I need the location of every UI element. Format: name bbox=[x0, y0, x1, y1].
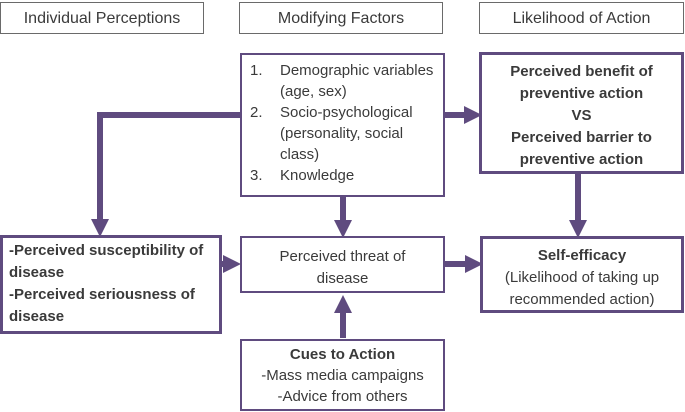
vs-text: VS bbox=[571, 107, 592, 124]
list-item: 2. Socio-psychological (personality, soc… bbox=[250, 104, 413, 163]
header-modifying-factors: Modifying Factors bbox=[239, 2, 443, 34]
perceived-barrier-text: Perceived barrier to preventive action bbox=[511, 129, 652, 168]
arrow-modifying-to-perceptions bbox=[91, 112, 240, 237]
susceptibility-text: -Perceived susceptibility of disease bbox=[9, 242, 204, 281]
self-efficacy-title: Self-efficacy bbox=[537, 247, 627, 264]
cues-title: Cues to Action bbox=[289, 346, 396, 363]
perceived-benefit-text: Perceived benefit of preventive action bbox=[510, 63, 653, 102]
cues-item: -Mass media campaigns bbox=[261, 367, 424, 384]
cues-item: -Advice from others bbox=[277, 388, 408, 405]
modifying-factors-box: 1. Demographic variables (age, sex) 2. S… bbox=[240, 53, 445, 197]
header-likelihood-of-action: Likelihood of Action bbox=[479, 2, 684, 34]
seriousness-text: -Perceived seriousness of disease bbox=[9, 286, 195, 325]
list-item: 1. Demographic variables (age, sex) bbox=[250, 62, 434, 100]
header-modifying-label: Modifying Factors bbox=[277, 9, 405, 27]
header-individual-perceptions: Individual Perceptions bbox=[0, 2, 204, 34]
benefit-barrier-box: Perceived benefit of preventive action V… bbox=[479, 52, 684, 174]
cues-to-action-box: Cues to Action -Mass media campaigns -Ad… bbox=[240, 339, 445, 411]
modifying-factors-list: 1. Demographic variables (age, sex) 2. S… bbox=[250, 60, 435, 186]
self-efficacy-box: Self-efficacy (Likelihood of taking up r… bbox=[480, 236, 684, 313]
perceived-threat-box: Perceived threat of disease bbox=[240, 236, 445, 293]
perceptions-box: -Perceived susceptibility of disease -Pe… bbox=[0, 235, 222, 334]
list-item: 3. Knowledge bbox=[250, 167, 355, 184]
self-efficacy-detail: (Likelihood of taking up recommended act… bbox=[504, 269, 660, 308]
header-individual-label: Individual Perceptions bbox=[23, 9, 181, 27]
perceived-threat-text: Perceived threat of disease bbox=[279, 248, 406, 287]
header-likelihood-label: Likelihood of Action bbox=[512, 9, 651, 27]
